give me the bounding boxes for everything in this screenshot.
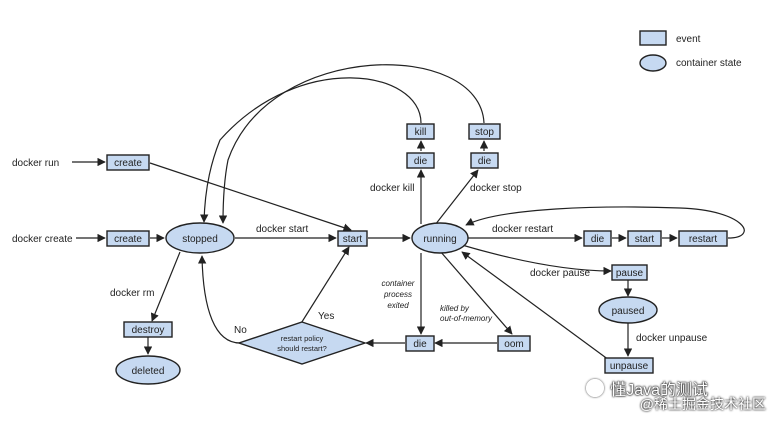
event-die-restart-label: die <box>591 234 605 245</box>
event-unpause-label: unpause <box>610 361 649 372</box>
event-kill-label: kill <box>415 127 427 138</box>
event-restart: restart <box>678 230 728 247</box>
watermark-brand: 懂Java的测试 <box>586 376 708 400</box>
cmd-docker-run: docker run <box>12 158 59 169</box>
decision-restart-policy: restart policy should restart? <box>236 321 368 365</box>
event-create-run-label: create <box>114 158 142 169</box>
edge-decision-no-to-stopped <box>197 255 241 344</box>
edge-running-to-die-stop <box>434 169 479 226</box>
note-oom-2: out-of-memory <box>440 314 493 323</box>
watermark-line2: @稀土掘金技术社区 <box>639 396 766 412</box>
decision-yes-label: Yes <box>318 311 334 322</box>
edge-create-to-start <box>149 162 352 232</box>
cmd-docker-pause: docker pause <box>530 268 590 279</box>
watermark-line1: 懂Java的测试 <box>610 382 708 399</box>
state-deleted-label: deleted <box>132 366 165 377</box>
event-oom-label: oom <box>504 339 523 350</box>
event-destroy-label: destroy <box>132 325 165 336</box>
event-create-run: create <box>106 154 150 171</box>
cmd-docker-kill: docker kill <box>370 183 414 194</box>
note-exit-3: exited <box>387 301 409 310</box>
legend-state-swatch <box>639 54 667 72</box>
event-start-label: start <box>343 234 363 245</box>
cmd-docker-create: docker create <box>12 234 73 245</box>
cmd-docker-rm: docker rm <box>110 288 154 299</box>
legend-state-label: container state <box>676 58 742 69</box>
state-paused-label: paused <box>612 306 645 317</box>
event-stop: stop <box>468 123 501 140</box>
edge-decision-yes-to-start <box>299 246 350 326</box>
event-die-bottom: die <box>405 335 435 352</box>
note-oom-1: killed by <box>440 304 470 313</box>
legend-event-label: event <box>676 34 701 45</box>
event-die-restart: die <box>583 230 612 247</box>
edge-running-to-pause <box>461 244 612 276</box>
event-restart-label: restart <box>689 234 718 245</box>
event-pause-label: pause <box>616 268 644 279</box>
cmd-docker-stop: docker stop <box>470 183 522 194</box>
cmd-docker-start: docker start <box>256 224 308 235</box>
decision-no-label: No <box>234 325 247 336</box>
event-start-restart: start <box>627 230 662 247</box>
cmd-docker-unpause: docker unpause <box>636 333 708 344</box>
state-paused: paused <box>598 296 658 324</box>
note-exit-1: container <box>382 279 415 288</box>
edge-unpause-to-running <box>461 251 610 361</box>
legend-event-swatch <box>639 30 667 46</box>
event-destroy: destroy <box>123 321 173 338</box>
edge-stopped-to-destroy <box>150 251 181 322</box>
state-stopped-label: stopped <box>182 234 218 245</box>
edge-kill-to-stopped <box>200 77 422 223</box>
edge-stop-to-stopped <box>218 64 485 224</box>
event-die-kill-label: die <box>414 156 428 167</box>
event-kill: kill <box>406 123 435 140</box>
cmd-docker-restart: docker restart <box>492 224 553 235</box>
event-stop-label: stop <box>475 127 494 138</box>
wechat-icon <box>586 379 605 397</box>
event-create-label: create <box>114 234 142 245</box>
state-running-label: running <box>423 234 456 245</box>
event-start: start <box>337 230 368 247</box>
event-die-stop-label: die <box>478 156 492 167</box>
event-start-restart-label: start <box>635 234 655 245</box>
state-stopped: stopped <box>165 222 235 254</box>
decision-line1: restart policy <box>281 334 324 343</box>
edge-running-to-oom <box>439 250 513 335</box>
event-pause: pause <box>611 264 648 281</box>
event-die-bottom-label: die <box>413 339 427 350</box>
state-running: running <box>411 222 469 254</box>
event-unpause: unpause <box>604 357 654 374</box>
event-oom: oom <box>497 335 531 352</box>
note-exit-2: process <box>383 290 412 299</box>
event-create: create <box>106 230 150 247</box>
edge-restart-to-running <box>465 206 745 239</box>
decision-line2: should restart? <box>277 344 327 353</box>
event-die-kill: die <box>406 152 435 169</box>
event-die-stop: die <box>470 152 499 169</box>
state-deleted: deleted <box>115 355 181 385</box>
